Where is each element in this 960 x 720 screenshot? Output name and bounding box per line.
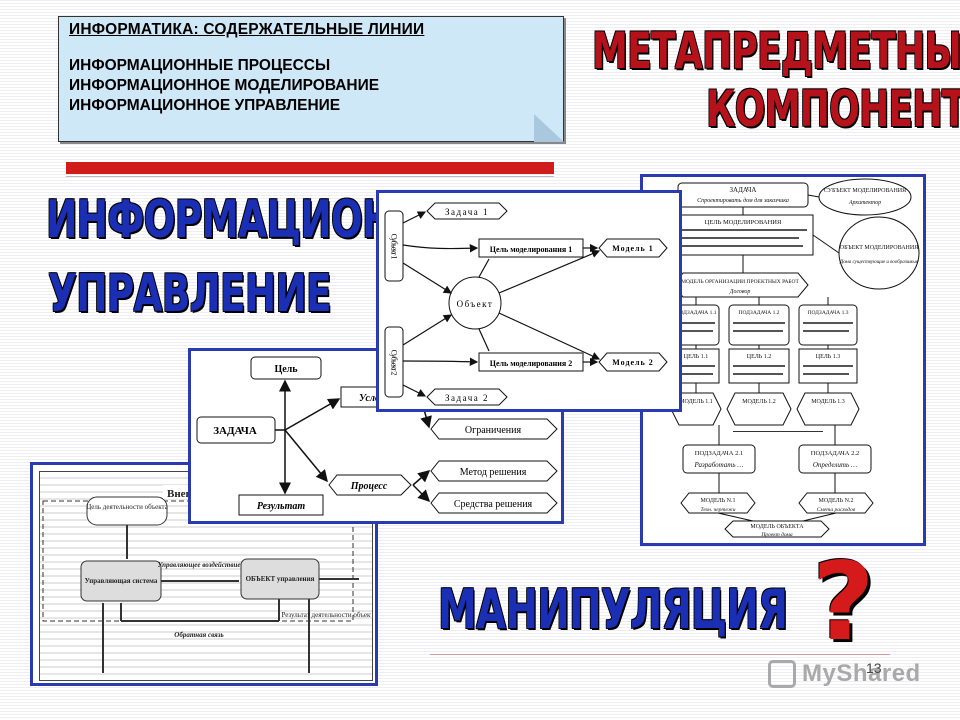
proj-final-model-2: МОДЕЛЬ N.2 bbox=[819, 498, 854, 504]
model-model-1: Модель 1 bbox=[612, 244, 654, 253]
project-diagram-svg: ЗАДАЧА Спроектировать дом для заказчика … bbox=[670, 178, 920, 538]
proj-final-sub-1: Техн. чертежи bbox=[700, 507, 735, 513]
footer-divider bbox=[430, 654, 890, 655]
proj-goal: ЦЕЛЬ МОДЕЛИРОВАНИЯ bbox=[705, 219, 782, 226]
proj-subtask-3: ПОДЗАДАЧА 1.3 bbox=[808, 310, 849, 316]
model-object: Объект bbox=[457, 299, 494, 309]
modeling-diagram-svg: Субъект 1 Субъект 2 Задача 1 Задача 2 Це… bbox=[384, 202, 668, 406]
proj-model-3: МОДЕЛЬ 1.3 bbox=[811, 399, 845, 405]
model-subject-1: Субъект 1 bbox=[390, 234, 399, 260]
model-task-1: Задача 1 bbox=[445, 207, 489, 217]
model-task-2: Задача 2 bbox=[445, 393, 489, 403]
proj-sub2-2-text: Определить … bbox=[813, 461, 857, 469]
proj-object-sub: Дома существующие и вообразимые bbox=[839, 260, 919, 265]
proj-sub2-1: ПОДЗАДАЧА 2.1 bbox=[695, 450, 743, 457]
slide-number: 13 bbox=[866, 660, 882, 676]
heading-metasubject: МЕТАПРЕДМЕТНЫЙ bbox=[592, 22, 960, 80]
control-result: Результат деятельности объекта bbox=[281, 611, 371, 619]
proj-subtask-1: ПОДЗАДАЧА 1.1 bbox=[676, 310, 717, 316]
note-line-3: ИНФОРМАЦИОННОЕ УПРАВЛЕНИЕ bbox=[69, 97, 341, 114]
heading-component: КОМПОНЕНТ bbox=[706, 80, 960, 138]
model-model-2: Модель 2 bbox=[612, 358, 654, 367]
project-modeling-diagram: ЗАДАЧА Спроектировать дом для заказчика … bbox=[640, 174, 926, 546]
heading-manipulation: МАНИПУЛЯЦИЯ bbox=[438, 578, 788, 641]
task-output-2: Метод решения bbox=[460, 467, 527, 478]
model-goal-2: Цель моделирования 2 bbox=[490, 359, 572, 368]
control-object: ОБЪЕКТ управления bbox=[246, 575, 315, 583]
proj-org-model: МОДЕЛЬ ОРГАНИЗАЦИИ ПРОЕКТНЫХ РАБОТ bbox=[681, 279, 799, 285]
model-goal-1: Цель моделирования 1 bbox=[490, 245, 572, 254]
task-cond: Усло bbox=[359, 393, 380, 404]
heading-management: УПРАВЛЕНИЕ bbox=[48, 264, 332, 324]
control-header: Внеш bbox=[167, 488, 195, 500]
task-process: Процесс bbox=[350, 481, 388, 492]
proj-final-sub-2: Смета расходов bbox=[817, 506, 856, 513]
control-feedback: Обратная связь bbox=[174, 631, 223, 639]
proj-subject-sub: Архитектор bbox=[848, 200, 881, 206]
question-mark-icon: ? bbox=[812, 540, 875, 665]
watermark-logo-icon bbox=[768, 660, 796, 688]
control-influence: Управляющее воздействие bbox=[157, 561, 240, 569]
content-lines-note: ИНФОРМАТИКА: СОДЕРЖАТЕЛЬНЫЕ ЛИНИИ ИНФОРМ… bbox=[58, 16, 564, 142]
task-goal: Цель bbox=[274, 364, 298, 375]
task-output-1: Ограничения bbox=[465, 425, 522, 436]
thin-divider bbox=[66, 176, 554, 177]
proj-object-model-sub: Проект дома bbox=[760, 531, 793, 538]
model-subject-2: Субъект 2 bbox=[390, 350, 399, 376]
proj-subject: СУБЪЕКТ МОДЕЛИРОВАНИЯ bbox=[824, 188, 906, 194]
proj-task-sub: Спроектировать дом для заказчика bbox=[697, 197, 789, 204]
control-system: Управляющая система bbox=[85, 577, 158, 585]
proj-goal-1: ЦЕЛЬ 1.1 bbox=[684, 354, 708, 360]
proj-object: ОБЪЕКТ МОДЕЛИРОВАНИЯ bbox=[840, 245, 918, 251]
proj-goal-2: ЦЕЛЬ 1.2 bbox=[747, 354, 771, 360]
proj-model-2: МОДЕЛЬ 1.2 bbox=[742, 399, 776, 405]
task-result: Результат bbox=[257, 501, 306, 512]
task-output-3: Средства решения bbox=[454, 499, 533, 510]
note-line-1: ИНФОРМАЦИОННЫЕ ПРОЦЕССЫ bbox=[69, 57, 331, 74]
proj-org-sub: Договор bbox=[729, 289, 751, 295]
proj-model-1: МОДЕЛЬ 1.1 bbox=[679, 399, 713, 405]
subject-object-modeling-diagram: Субъект 1 Субъект 2 Задача 1 Задача 2 Це… bbox=[376, 190, 682, 412]
note-line-2: ИНФОРМАЦИОННОЕ МОДЕЛИРОВАНИЕ bbox=[69, 77, 380, 94]
proj-sub2-2: ПОДЗАДАЧА 2.2 bbox=[811, 450, 859, 457]
red-divider bbox=[66, 162, 554, 174]
task-diagram-svg: Цель ЗАДАЧА Результат Усло Процесс Огран… bbox=[196, 356, 558, 516]
note-title: ИНФОРМАТИКА: СОДЕРЖАТЕЛЬНЫЕ ЛИНИИ bbox=[69, 21, 425, 38]
proj-task-title: ЗАДАЧА bbox=[730, 186, 757, 194]
proj-subtask-2: ПОДЗАДАЧА 1.2 bbox=[739, 310, 780, 316]
proj-final-model-1: МОДЕЛЬ N.1 bbox=[701, 498, 736, 504]
proj-sub2-1-text: Разработать … bbox=[693, 461, 743, 469]
control-diagram-svg: Внеш Цель деятельности объекта Управляющ… bbox=[42, 485, 371, 673]
watermark-text: MyShared bbox=[802, 660, 921, 687]
proj-object-model: МОДЕЛЬ ОБЪЕКТА bbox=[750, 524, 804, 530]
control-goal: Цель деятельности объекта bbox=[86, 503, 168, 511]
task-task: ЗАДАЧА bbox=[213, 425, 257, 437]
proj-goal-3: ЦЕЛЬ 1.3 bbox=[816, 354, 840, 360]
note-page-curl bbox=[534, 114, 564, 142]
